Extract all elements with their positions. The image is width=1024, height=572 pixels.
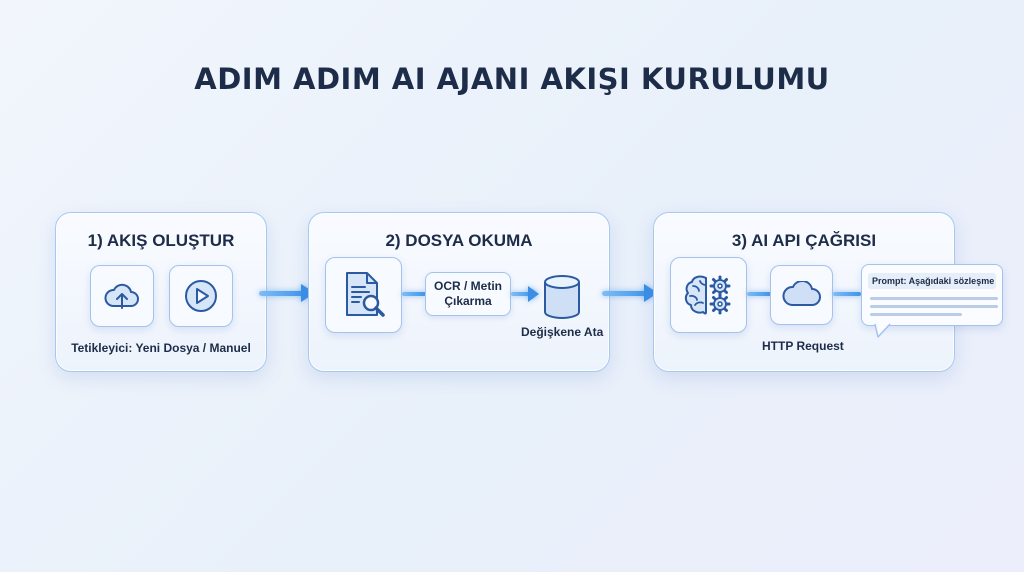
arrowhead-ocr-db	[528, 286, 539, 302]
trigger-manual-tile[interactable]	[169, 265, 233, 327]
cloud-icon	[782, 281, 821, 306]
connector-2-3	[602, 291, 648, 296]
play-icon	[185, 280, 217, 312]
step-2-panel: 2) DOSYA OKUMA OCR / Metin Çıkarma Değiş…	[308, 212, 610, 372]
ocr-extract-box[interactable]: OCR / Metin Çıkarma	[425, 272, 511, 316]
connector-ocr-db	[511, 292, 535, 296]
trigger-upload-tile[interactable]	[90, 265, 154, 327]
document-search-icon	[345, 272, 385, 317]
ocr-line-1: OCR / Metin	[434, 279, 502, 293]
step-3-title: 3) AI API ÇAĞRISI	[731, 231, 877, 250]
connector-1-2	[259, 291, 305, 296]
prompt-line	[870, 297, 998, 300]
connector-http-prompt	[833, 292, 861, 296]
step-1-panel: 1) AKIŞ OLUŞTUR Tetikleyici: Yeni Dosya …	[55, 212, 267, 372]
prompt-line	[870, 305, 998, 308]
prompt-bubble[interactable]: Prompt: Aşağıdaki sözleşme met...	[861, 264, 1003, 338]
ocr-line-2: Çıkarma	[444, 294, 492, 308]
step-1-title: 1) AKIŞ OLUŞTUR	[87, 231, 235, 250]
http-request-tile[interactable]	[770, 265, 833, 325]
prompt-text: Prompt: Aşağıdaki sözleşme met...	[868, 273, 996, 289]
step-2-title: 2) DOSYA OKUMA	[385, 231, 533, 250]
brain-gears-icon	[684, 275, 730, 315]
connector-ai-http	[747, 292, 771, 296]
bubble-tail	[874, 323, 891, 338]
connector-doc-ocr	[402, 292, 426, 296]
trigger-caption: Tetikleyici: Yeni Dosya / Manuel	[71, 341, 251, 355]
ai-model-tile[interactable]	[670, 257, 747, 333]
http-request-caption: HTTP Request	[762, 339, 844, 353]
document-read-tile[interactable]	[325, 257, 402, 333]
prompt-line	[870, 313, 962, 316]
assign-variable-caption: Değişkene Ata	[521, 325, 604, 339]
cloud-upload-icon	[104, 283, 139, 309]
database-icon[interactable]	[542, 273, 582, 321]
page-title: ADIM ADIM AI AJANI AKIŞI KURULUMU	[194, 62, 830, 96]
